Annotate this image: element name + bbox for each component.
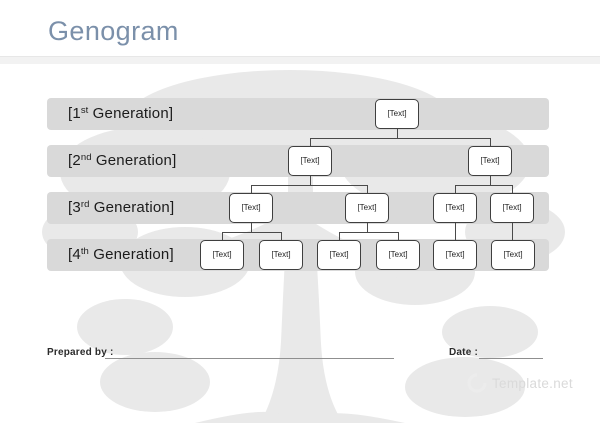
brand-watermark: Template.net [492, 376, 573, 391]
node-box[interactable]: [Text] [375, 99, 419, 129]
node-box[interactable]: [Text] [288, 146, 332, 176]
node-box[interactable]: [Text] [345, 193, 389, 223]
brand-logo-icon [467, 373, 487, 393]
header: Genogram [0, 0, 600, 56]
prepared-by-line[interactable] [105, 358, 394, 359]
generation-label: [1st Generation] [68, 105, 174, 122]
node-box[interactable]: [Text] [490, 193, 534, 223]
node-box[interactable]: [Text] [433, 193, 477, 223]
node-box[interactable]: [Text] [200, 240, 244, 270]
node-box[interactable]: [Text] [259, 240, 303, 270]
generation-label: [4th Generation] [68, 246, 174, 263]
generation-band-1: [1st Generation] [47, 98, 549, 130]
node-box[interactable]: [Text] [229, 193, 273, 223]
date-line[interactable] [479, 358, 543, 359]
node-box[interactable]: [Text] [491, 240, 535, 270]
generation-label: [2nd Generation] [68, 152, 177, 169]
page-title: Genogram [48, 16, 179, 46]
generation-label: [3rd Generation] [68, 199, 175, 216]
date-label: Date : [449, 347, 478, 358]
header-divider [0, 56, 600, 64]
prepared-by-label: Prepared by : [47, 347, 114, 358]
node-box[interactable]: [Text] [433, 240, 477, 270]
node-box[interactable]: [Text] [376, 240, 420, 270]
node-box[interactable]: [Text] [468, 146, 512, 176]
node-box[interactable]: [Text] [317, 240, 361, 270]
